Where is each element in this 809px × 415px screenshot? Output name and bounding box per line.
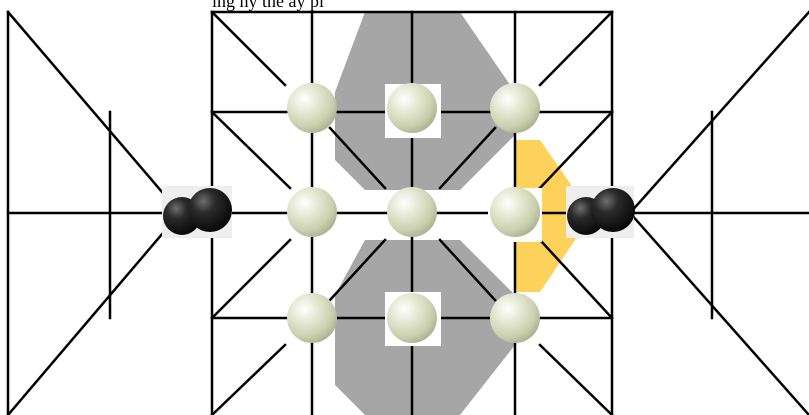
black-double-stone-icon[interactable] [566, 186, 635, 238]
white-pearl-stone-icon[interactable] [488, 187, 542, 242]
white-pearl-stone-icon[interactable] [385, 292, 441, 346]
white-pearl-stone-icon[interactable] [287, 83, 337, 133]
white-pearl-stone-icon[interactable] [385, 83, 441, 138]
black-double-stone-icon[interactable] [162, 186, 232, 238]
white-pieces[interactable] [287, 83, 542, 346]
white-pearl-stone-icon[interactable] [387, 187, 437, 237]
white-pearl-stone-icon[interactable] [490, 83, 540, 133]
white-pearl-stone-icon[interactable] [490, 293, 540, 343]
white-pearl-stone-icon[interactable] [287, 187, 337, 237]
white-pearl-stone-icon[interactable] [287, 293, 337, 343]
